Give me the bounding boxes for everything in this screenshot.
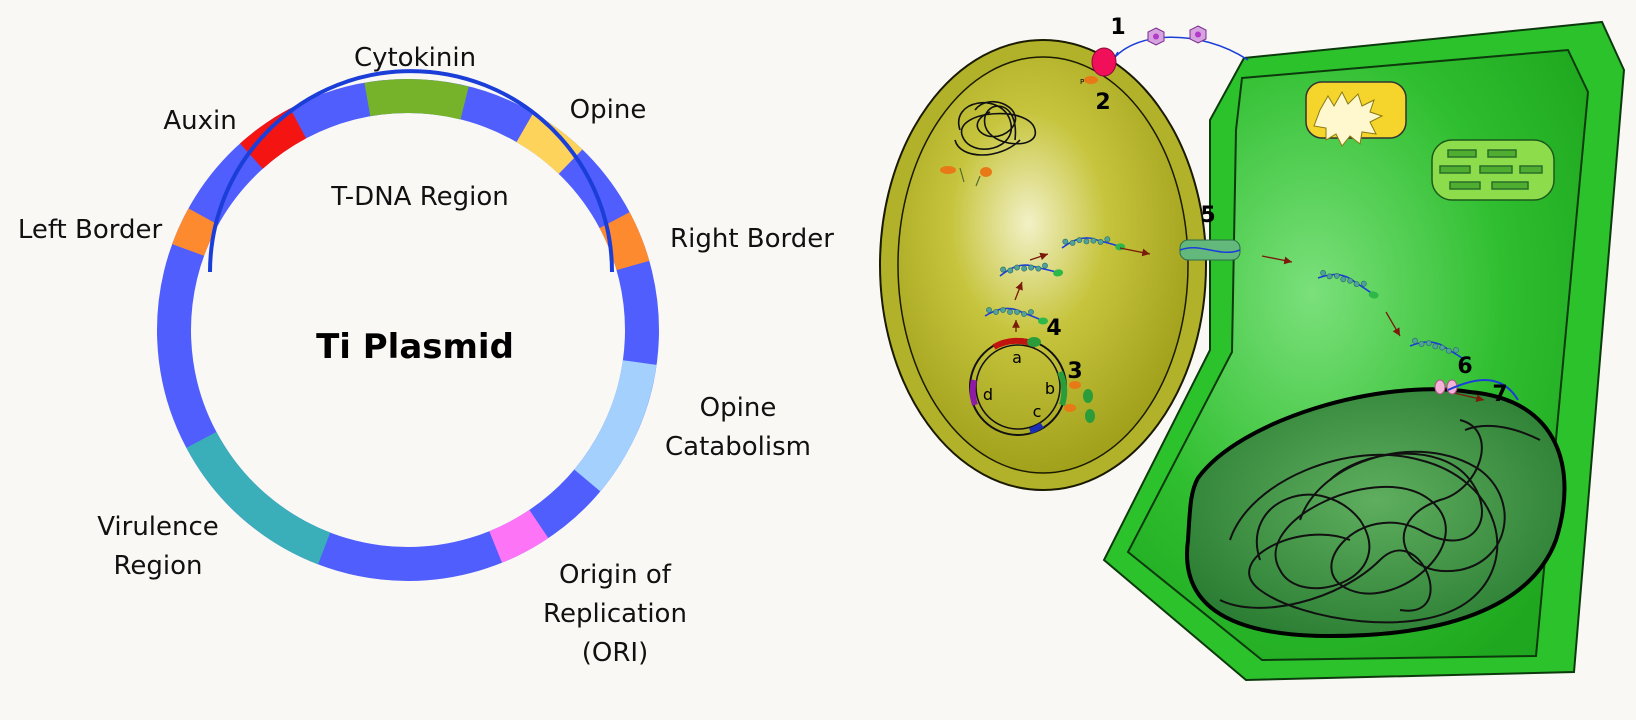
transfer-arrows bbox=[1012, 247, 1485, 403]
integrated-tdna bbox=[1447, 379, 1519, 401]
t-strand-complex bbox=[1409, 337, 1472, 365]
mini-ti-plasmid: a b c d bbox=[969, 337, 1095, 436]
ori-label-line3: (ORI) bbox=[582, 638, 649, 668]
mini-plasmid-letter-a: a bbox=[1012, 348, 1022, 367]
t-strand-complex bbox=[1317, 270, 1379, 299]
step-number-2: 2 bbox=[1095, 90, 1110, 115]
plant-chromatin bbox=[1219, 419, 1541, 624]
step-number-6: 6 bbox=[1457, 354, 1472, 379]
opine-catabolism-segment bbox=[574, 359, 657, 492]
nuclear-pore bbox=[1434, 379, 1458, 395]
auxin-label: Auxin bbox=[163, 106, 236, 136]
ori-segment bbox=[488, 509, 549, 563]
cytokinin-label: Cytokinin bbox=[354, 43, 476, 73]
virulence-region-label-line2: Region bbox=[113, 551, 202, 581]
cytokinin-segment bbox=[364, 79, 469, 120]
auxin-segment bbox=[240, 108, 307, 169]
t-strand-complex bbox=[1061, 236, 1126, 251]
plasmid-ring bbox=[157, 79, 659, 581]
t-strand-path bbox=[984, 236, 1472, 365]
opine-segment bbox=[516, 112, 583, 175]
vacuole bbox=[1305, 81, 1407, 147]
t-strand-complex bbox=[999, 262, 1064, 277]
opine-catabolism-label-line1: Opine bbox=[700, 393, 777, 423]
ti-plasmid-diagram: Ti Plasmid T-DNA Region Cytokinin Auxin … bbox=[18, 43, 834, 668]
chloroplast bbox=[1431, 139, 1555, 201]
virulence-region-segment bbox=[186, 431, 331, 565]
step-number-4: 4 bbox=[1046, 316, 1061, 341]
opine-label: Opine bbox=[570, 95, 647, 125]
step-number-7: 7 bbox=[1492, 382, 1507, 407]
tdna-region-label: T-DNA Region bbox=[330, 182, 508, 212]
right-border-segment bbox=[599, 212, 650, 271]
phenolic-signal bbox=[1109, 25, 1249, 65]
svg-text:P: P bbox=[1080, 78, 1084, 86]
bacterial-proteins bbox=[940, 166, 992, 187]
ring-backbone bbox=[157, 79, 659, 581]
mini-plasmid-letter-b: b bbox=[1045, 379, 1055, 398]
plasmid-title: Ti Plasmid bbox=[316, 327, 514, 367]
vira-receptor: P bbox=[1080, 47, 1117, 86]
ori-label-line2: Replication bbox=[543, 599, 687, 629]
right-border-label: Right Border bbox=[670, 224, 834, 254]
mini-plasmid-letter-c: c bbox=[1033, 402, 1042, 421]
ori-label-line1: Origin of bbox=[559, 560, 672, 590]
mini-plasmid-letter-d: d bbox=[983, 385, 993, 404]
step-number-5: 5 bbox=[1200, 203, 1215, 228]
left-border-label: Left Border bbox=[18, 215, 163, 245]
opine-catabolism-label-line2: Catabolism bbox=[665, 432, 811, 462]
virulence-region-label-line1: Virulence bbox=[97, 512, 219, 542]
infection-diagram: a b c d bbox=[879, 15, 1626, 682]
t-pilus-channel bbox=[1179, 239, 1241, 261]
step-number-1: 1 bbox=[1110, 15, 1125, 40]
left-border-segment bbox=[172, 208, 219, 257]
t-strand-complex bbox=[984, 307, 1048, 325]
tdna-region-arc bbox=[208, 69, 614, 273]
bacterial-chromosome bbox=[954, 100, 1036, 156]
step-number-3: 3 bbox=[1067, 359, 1082, 384]
